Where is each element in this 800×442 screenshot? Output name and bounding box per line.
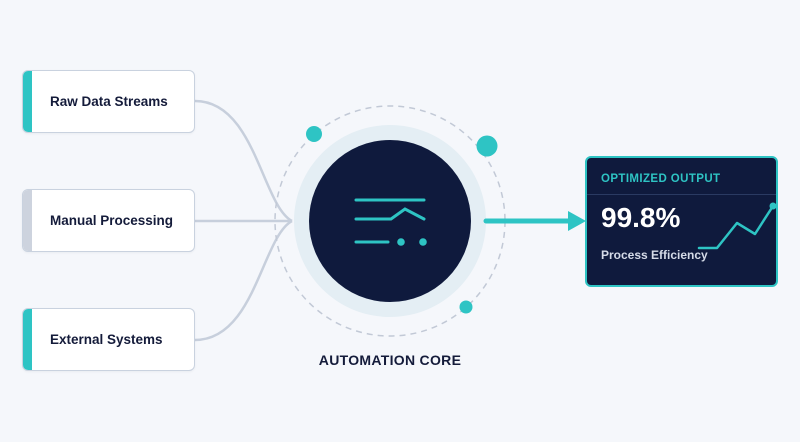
connector-external (194, 219, 293, 342)
orbit-dot (459, 300, 473, 314)
efficiency-label: Process Efficiency (601, 248, 708, 262)
input-card-external-systems: External Systems (22, 308, 195, 371)
card-accent-bar (23, 309, 32, 370)
orbit-dot (306, 126, 322, 142)
card-label: External Systems (50, 332, 163, 347)
core-icon-dot (419, 238, 427, 246)
core-circle (309, 140, 471, 302)
efficiency-value: 99.8% (601, 202, 681, 233)
orbit-dot (476, 135, 498, 157)
card-label: Raw Data Streams (50, 94, 168, 109)
connector-raw (194, 99, 293, 223)
core-label: AUTOMATION CORE (318, 352, 462, 368)
card-accent-bar (23, 71, 32, 132)
trend-up-icon (697, 202, 776, 250)
core-icon-dot (397, 238, 405, 246)
output-header: OPTIMIZED OUTPUT (601, 173, 721, 185)
output-divider (587, 194, 776, 195)
output-card: OPTIMIZED OUTPUT 99.8% Process Efficienc… (585, 156, 778, 287)
input-card-raw-data-streams: Raw Data Streams (22, 70, 195, 133)
arrow-head-icon (568, 211, 586, 231)
sliders-trend-icon (354, 198, 426, 244)
card-label: Manual Processing (50, 213, 174, 228)
input-card-manual-processing: Manual Processing (22, 189, 195, 252)
card-accent-bar (23, 190, 32, 251)
